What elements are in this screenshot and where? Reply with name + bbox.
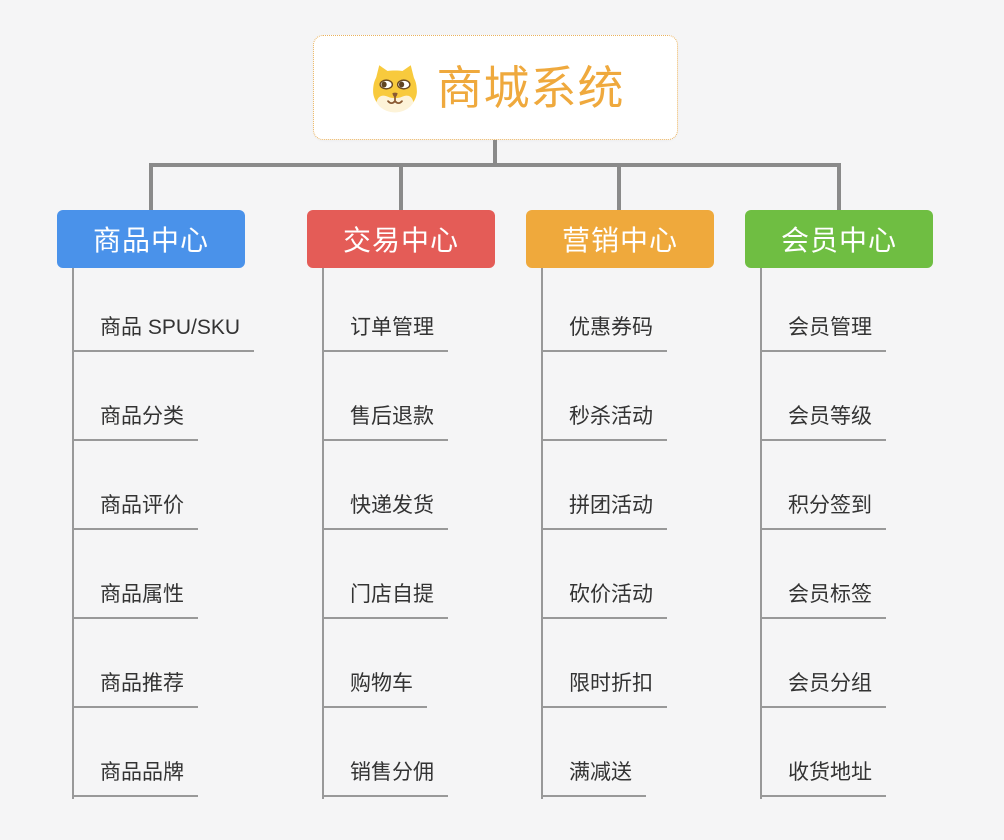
branch-trunk-line [72, 268, 74, 799]
branch-trunk-line [760, 268, 762, 799]
child-row: 限时折扣 [541, 619, 714, 708]
child-row: 商品属性 [72, 530, 254, 619]
child-row: 商品评价 [72, 441, 254, 530]
child-row: 商品 SPU/SKU [72, 268, 255, 352]
branch-children: 优惠券码秒杀活动拼团活动砍价活动限时折扣满减送 [541, 268, 714, 797]
branch-trunk-line [541, 268, 543, 799]
child-topic[interactable]: 快递发货 [322, 494, 448, 530]
child-row: 购物车 [322, 619, 495, 708]
child-topic[interactable]: 商品 SPU/SKU [72, 316, 255, 352]
branch-column: 会员中心会员管理会员等级积分签到会员标签会员分组收货地址 [745, 210, 933, 799]
child-row: 门店自提 [322, 530, 495, 619]
child-topic[interactable]: 售后退款 [322, 405, 448, 441]
child-topic[interactable]: 商品推荐 [72, 672, 198, 708]
child-row: 销售分佣 [322, 708, 495, 797]
branch-trunk-line [322, 268, 324, 799]
child-row: 商品品牌 [72, 708, 254, 797]
child-topic[interactable]: 会员管理 [760, 316, 886, 352]
child-row: 订单管理 [322, 268, 495, 352]
root-node-label: 商城系统 [436, 61, 625, 114]
child-topic[interactable]: 商品品牌 [72, 761, 198, 797]
child-row: 砍价活动 [541, 530, 714, 619]
branch-drop-line [617, 163, 621, 210]
child-topic[interactable]: 商品属性 [72, 583, 198, 619]
shiba-dog-face-icon [372, 64, 417, 112]
child-topic[interactable]: 门店自提 [322, 583, 448, 619]
child-row: 商品推荐 [72, 619, 254, 708]
branch-children: 会员管理会员等级积分签到会员标签会员分组收货地址 [760, 268, 933, 797]
branch-children: 商品 SPU/SKU 商品分类商品评价商品属性商品推荐商品品牌 [72, 268, 255, 797]
root-node[interactable]: 商城系统 [313, 35, 678, 140]
child-topic[interactable]: 限时折扣 [541, 672, 667, 708]
child-topic[interactable]: 积分签到 [760, 494, 886, 530]
child-topic[interactable]: 商品分类 [72, 405, 198, 441]
child-row: 满减送 [541, 708, 714, 797]
child-row: 快递发货 [322, 441, 495, 530]
child-topic[interactable]: 砍价活动 [541, 583, 667, 619]
child-row: 售后退款 [322, 352, 495, 441]
branch-column: 营销中心优惠券码秒杀活动拼团活动砍价活动限时折扣满减送 [526, 210, 714, 799]
child-topic[interactable]: 拼团活动 [541, 494, 667, 530]
child-row: 会员等级 [760, 352, 933, 441]
child-topic[interactable]: 会员标签 [760, 583, 886, 619]
child-topic[interactable]: 秒杀活动 [541, 405, 667, 441]
child-topic[interactable]: 订单管理 [322, 316, 448, 352]
branch-node[interactable]: 营销中心 [526, 210, 714, 268]
child-topic[interactable]: 会员等级 [760, 405, 886, 441]
branch-bus-line [149, 163, 841, 167]
child-topic[interactable]: 收货地址 [760, 761, 886, 797]
child-row: 收货地址 [760, 708, 933, 797]
child-topic[interactable]: 商品评价 [72, 494, 198, 530]
child-row: 商品分类 [72, 352, 254, 441]
child-topic[interactable]: 销售分佣 [322, 761, 448, 797]
child-row: 会员标签 [760, 530, 933, 619]
branch-column: 交易中心订单管理售后退款快递发货门店自提购物车销售分佣 [307, 210, 495, 799]
branch-node[interactable]: 会员中心 [745, 210, 933, 268]
child-topic[interactable]: 购物车 [322, 672, 427, 708]
child-topic[interactable]: 优惠券码 [541, 316, 667, 352]
child-row: 会员分组 [760, 619, 933, 708]
child-row: 积分签到 [760, 441, 933, 530]
branch-column: 商品中心商品 SPU/SKU 商品分类商品评价商品属性商品推荐商品品牌 [57, 210, 255, 799]
child-row: 优惠券码 [541, 268, 714, 352]
branch-node[interactable]: 交易中心 [307, 210, 495, 268]
branch-node[interactable]: 商品中心 [57, 210, 245, 268]
branch-drop-line [837, 163, 841, 210]
branch-children: 订单管理售后退款快递发货门店自提购物车销售分佣 [322, 268, 495, 797]
child-row: 秒杀活动 [541, 352, 714, 441]
child-topic[interactable]: 满减送 [541, 761, 646, 797]
child-topic[interactable]: 会员分组 [760, 672, 886, 708]
branch-drop-line [399, 163, 403, 210]
child-row: 拼团活动 [541, 441, 714, 530]
root-connector-line [493, 140, 497, 167]
branch-drop-line [149, 163, 153, 210]
child-row: 会员管理 [760, 268, 933, 352]
